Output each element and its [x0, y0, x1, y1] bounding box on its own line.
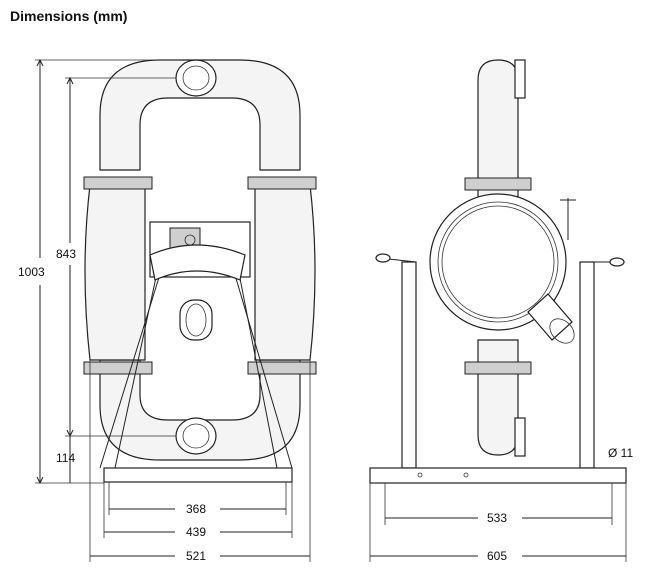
dim-114: 114: [56, 451, 75, 465]
dim-368: 368: [186, 502, 206, 516]
front-base: [103, 467, 293, 483]
front-view: [83, 59, 317, 483]
side-base: [369, 467, 627, 484]
dim-533: 533: [487, 511, 507, 525]
page-title: Dimensions (mm): [10, 8, 128, 24]
dim-521: 521: [186, 549, 206, 563]
air-outlet: [179, 299, 213, 341]
dim-439: 439: [186, 525, 206, 539]
dim-843: 843: [56, 247, 76, 261]
side-view: [369, 59, 627, 484]
dim-605: 605: [487, 549, 507, 563]
top-port: [175, 59, 217, 97]
side-chamber-ring: [429, 193, 567, 331]
clamp-top-right: [247, 176, 317, 190]
clamp-bottom-left: [83, 361, 153, 375]
bottom-port: [175, 417, 217, 455]
dim-1003: 1003: [18, 265, 45, 279]
dim-hole-diameter: Ø 11: [608, 446, 633, 460]
clamp-top-left: [83, 176, 153, 190]
front-dimensions: 1003 843 114 368 439 521: [18, 58, 311, 563]
clamp-bottom-right: [247, 361, 317, 375]
side-dimensions: 533 605 Ø 11: [369, 446, 633, 563]
